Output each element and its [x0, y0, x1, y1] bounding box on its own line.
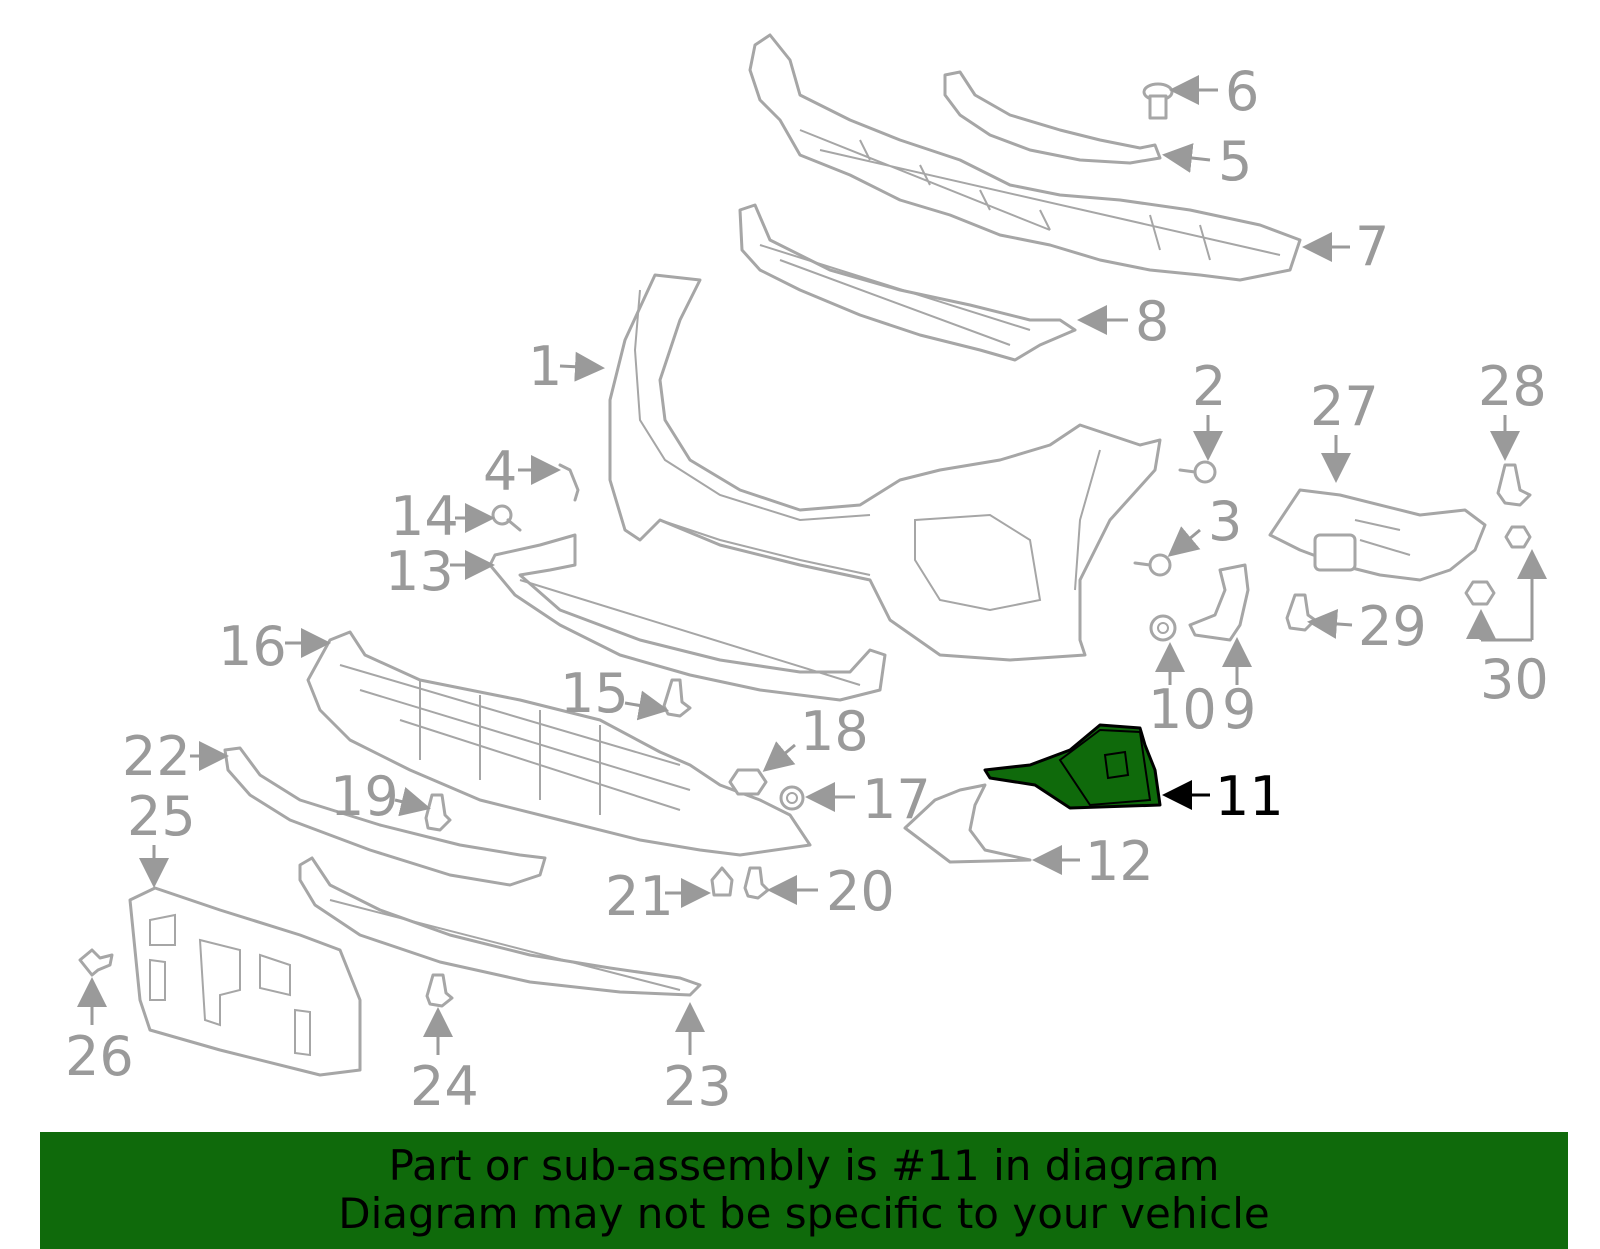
part-25-license-bracket — [128, 886, 362, 1077]
callout-20[interactable]: 20 — [826, 860, 895, 923]
callout-28[interactable]: 28 — [1478, 355, 1547, 418]
part-1-bumper-cover — [608, 273, 1162, 662]
callouts: 1 2 3 4 5 6 7 8 9 10 11 12 13 — [65, 60, 1549, 1118]
part-2-bolt — [1178, 460, 1217, 484]
part-23-lower-strip — [298, 856, 702, 997]
callout-30[interactable]: 30 — [1480, 648, 1549, 711]
part-8-upper-grille — [738, 203, 1077, 362]
part-17-nut — [779, 785, 805, 811]
part-20-screw — [743, 866, 770, 900]
callout-23[interactable]: 23 — [663, 1055, 732, 1118]
part-15-screw — [662, 678, 692, 718]
part-21-clip — [710, 866, 734, 897]
callout-6[interactable]: 6 — [1225, 60, 1259, 123]
callout-11[interactable]: 11 — [1215, 765, 1284, 828]
callout-26[interactable]: 26 — [65, 1025, 134, 1088]
callout-5[interactable]: 5 — [1218, 130, 1252, 193]
callout-15[interactable]: 15 — [560, 662, 629, 725]
part-10-nut — [1149, 614, 1177, 642]
callout-24[interactable]: 24 — [410, 1055, 479, 1118]
callout-18[interactable]: 18 — [800, 700, 869, 763]
callout-25[interactable]: 25 — [127, 785, 196, 848]
callout-13[interactable]: 13 — [385, 540, 454, 603]
callout-1[interactable]: 1 — [528, 335, 562, 398]
callout-14[interactable]: 14 — [390, 485, 459, 548]
part-18-nut — [728, 768, 768, 796]
part-9-bracket — [1188, 563, 1250, 642]
part-30-nuts — [1464, 525, 1532, 606]
callout-16[interactable]: 16 — [218, 615, 287, 678]
part-16-lower-grille — [306, 630, 812, 857]
callout-21[interactable]: 21 — [605, 865, 674, 928]
part-29-bolt — [1285, 593, 1317, 632]
part-28-bolt — [1496, 463, 1532, 507]
callout-2[interactable]: 2 — [1192, 355, 1226, 418]
callout-12[interactable]: 12 — [1085, 830, 1154, 893]
callout-22[interactable]: 22 — [122, 725, 191, 788]
part-6-screw — [1142, 82, 1174, 120]
part-3-bolt — [1133, 553, 1172, 577]
part-24-screw — [425, 973, 454, 1008]
callout-4[interactable]: 4 — [483, 440, 517, 503]
part-27-bracket — [1268, 488, 1487, 582]
callout-7[interactable]: 7 — [1355, 215, 1389, 278]
callout-19[interactable]: 19 — [330, 765, 399, 828]
part-5-strip — [943, 70, 1162, 165]
banner-line-1: Part or sub-assembly is #11 in diagram — [388, 1141, 1220, 1190]
part-14-bolt — [491, 504, 522, 532]
part-13-lower-bracket — [488, 533, 887, 702]
callout-10[interactable]: 10 — [1148, 678, 1217, 741]
callout-29[interactable]: 29 — [1358, 595, 1427, 658]
callout-3[interactable]: 3 — [1208, 490, 1242, 553]
part-26-clip — [78, 948, 114, 977]
part-11-highlighted[interactable] — [983, 723, 1162, 810]
part-4-clip — [558, 463, 580, 502]
part-12-insert — [903, 783, 1032, 864]
callout-9[interactable]: 9 — [1222, 678, 1256, 741]
callout-17[interactable]: 17 — [862, 768, 931, 831]
part-7-absorber — [748, 33, 1302, 282]
banner-line-2: Diagram may not be specific to your vehi… — [338, 1189, 1270, 1238]
info-banner: Part or sub-assembly is #11 in diagram D… — [40, 1132, 1568, 1249]
part-22-trim — [223, 746, 547, 887]
callout-8[interactable]: 8 — [1135, 290, 1169, 353]
callout-27[interactable]: 27 — [1310, 375, 1379, 438]
part-19-screw — [424, 793, 452, 832]
